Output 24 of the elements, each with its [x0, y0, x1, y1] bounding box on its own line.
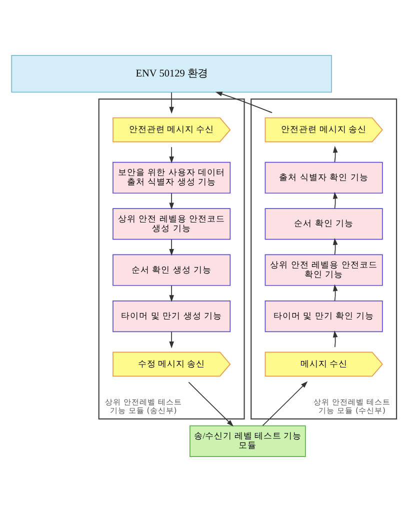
node-box: ENV 50129 환경 — [11, 54, 332, 92]
arrow — [332, 238, 338, 254]
node-box: 상위 안전 레벨용 안전코드 확인 기능 — [264, 254, 383, 286]
arrow — [188, 381, 234, 426]
arrow — [332, 284, 338, 301]
arrow — [169, 92, 174, 114]
arrow — [169, 330, 174, 348]
node-box: 순서 확인 기능 — [264, 208, 383, 240]
node-box: 송/수신기 레벨 테스트 기능 모듈 — [190, 424, 306, 456]
arrow — [169, 192, 174, 210]
arrow — [333, 145, 338, 162]
arrow — [262, 380, 308, 426]
node-box: 순서 확인 생성 기능 — [112, 254, 231, 286]
arrow — [332, 191, 338, 208]
arrow — [332, 330, 338, 347]
node-box: 보안을 위한 사용자 데이터 출처 식별자 생성 기능 — [112, 161, 231, 194]
arrow — [169, 238, 174, 256]
node-box: 상위 안전 레벨용 안전코드 생성 기능 — [112, 208, 231, 240]
arrow — [169, 284, 174, 302]
arrow — [215, 91, 273, 113]
node-box: 타이머 및 만기 확인 기능 — [264, 300, 383, 332]
node-box: 타이머 및 만기 생성 기능 — [112, 300, 231, 332]
arrow — [169, 146, 174, 163]
node-box: 출처 식별자 확인 기능 — [264, 161, 383, 194]
